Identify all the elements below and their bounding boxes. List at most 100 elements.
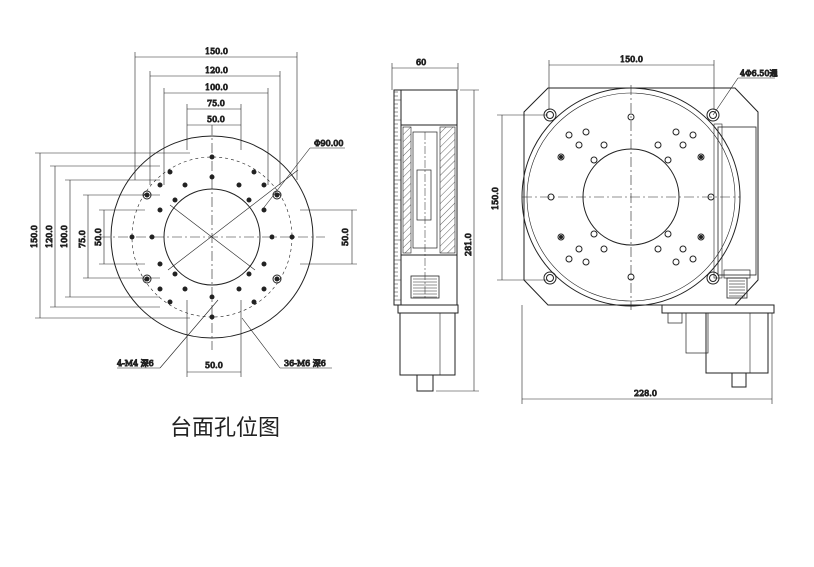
hole: [246, 271, 252, 277]
side-section: [400, 124, 458, 256]
hole: [261, 207, 267, 213]
hatch-right: [439, 126, 456, 254]
top-hole: [664, 156, 672, 164]
hole: [182, 182, 188, 188]
left-dim-100: 100.0: [60, 225, 69, 248]
top-hole: [707, 193, 715, 201]
top-dim-100: 100.0: [205, 83, 228, 92]
side-housing: [717, 126, 757, 276]
side-view: 60 281.0: [391, 58, 479, 392]
top-hole: [697, 233, 705, 241]
hole-leader-left: [159, 299, 219, 369]
top-view-width-dim: 150.0: [620, 55, 643, 64]
corner-hole-leader: [712, 77, 739, 116]
hole: [261, 182, 267, 188]
hole: [251, 299, 257, 305]
top-hole: [697, 153, 705, 161]
hole: [172, 271, 178, 277]
top-hole-pattern: [547, 113, 715, 281]
top-gear: [726, 277, 748, 299]
top-dim-75: 75.0: [207, 99, 225, 108]
scale-ticks: [394, 91, 401, 301]
bore-diagonal-a: [169, 204, 256, 271]
top-hole-center: [559, 155, 563, 159]
top-motor-knob: [731, 372, 747, 388]
top-hole: [557, 153, 565, 161]
hole: [269, 234, 275, 240]
left-dim-75: 75.0: [78, 230, 87, 248]
top-hole: [654, 245, 662, 253]
top-hole: [590, 156, 598, 164]
top-dim-50: 50.0: [207, 115, 225, 124]
side-gear: [410, 275, 440, 299]
top-view: 150.0 4Φ6.50通 150.0 228.0: [491, 55, 778, 404]
hole: [209, 174, 215, 180]
top-hole: [679, 141, 687, 149]
bottom-dimension: [186, 300, 242, 377]
left-dimensions: [35, 152, 190, 319]
top-hole: [547, 193, 555, 201]
side-motor-flange: [397, 304, 459, 314]
hole-label-right: 36-M6 深6: [284, 359, 326, 368]
top-hole: [600, 141, 608, 149]
top-hole: [654, 141, 662, 149]
side-motor-knob: [416, 374, 434, 392]
side-width-dim: 60: [416, 58, 426, 67]
hole: [209, 154, 215, 160]
hole: [289, 234, 295, 240]
hole: [236, 182, 242, 188]
hole: [172, 197, 178, 203]
corner-hole-label: 4Φ6.50通: [740, 68, 777, 78]
hole: [246, 197, 252, 203]
scale-strip: [393, 89, 402, 306]
hole: [251, 169, 257, 175]
top-hole-center: [699, 155, 703, 159]
hole: [129, 234, 135, 240]
bore-diagonal-b: [167, 169, 299, 271]
large-hole-ring: [272, 274, 282, 284]
top-hole: [664, 230, 672, 238]
top-hole: [575, 141, 583, 149]
corner-holes: [543, 108, 720, 285]
left-dim-120: 120.0: [45, 225, 54, 248]
motor-bracket: [661, 304, 775, 314]
top-hole: [672, 258, 680, 266]
diameter-label: Φ90.00: [314, 139, 343, 148]
right-dim-50: 50.0: [341, 228, 350, 246]
top-hole: [582, 128, 590, 136]
hole: [261, 286, 267, 292]
top-dim-120: 120.0: [205, 66, 228, 75]
hole: [274, 276, 280, 282]
hole: [157, 261, 163, 267]
hole: [236, 286, 242, 292]
top-hole: [582, 258, 590, 266]
top-hole: [557, 233, 565, 241]
diameter-leader: [261, 147, 311, 211]
top-hole: [565, 255, 573, 263]
top-view-height-dim: 150.0: [491, 187, 500, 210]
left-dim-150: 150.0: [30, 225, 39, 248]
right-dimension: [300, 209, 357, 265]
hole: [209, 314, 215, 320]
top-view-bottom-dim: 228.0: [634, 389, 657, 398]
top-hole: [590, 230, 598, 238]
hole: [157, 207, 163, 213]
top-hole: [565, 131, 573, 139]
hatch-left: [402, 126, 412, 254]
top-hole: [672, 128, 680, 136]
hole: [274, 192, 280, 198]
front-view: 150.0 120.0 100.0 75.0 50.0 150.0 120.0 …: [30, 47, 357, 377]
bottom-dim-50: 50.0: [205, 361, 223, 370]
top-hole: [689, 255, 697, 263]
hole: [149, 234, 155, 240]
hole: [167, 299, 173, 305]
hole: [261, 261, 267, 267]
top-hole-center: [699, 235, 703, 239]
top-hole: [600, 245, 608, 253]
hole-leader-right: [241, 317, 281, 369]
top-hole: [627, 113, 635, 121]
hole: [157, 286, 163, 292]
top-hole: [689, 131, 697, 139]
